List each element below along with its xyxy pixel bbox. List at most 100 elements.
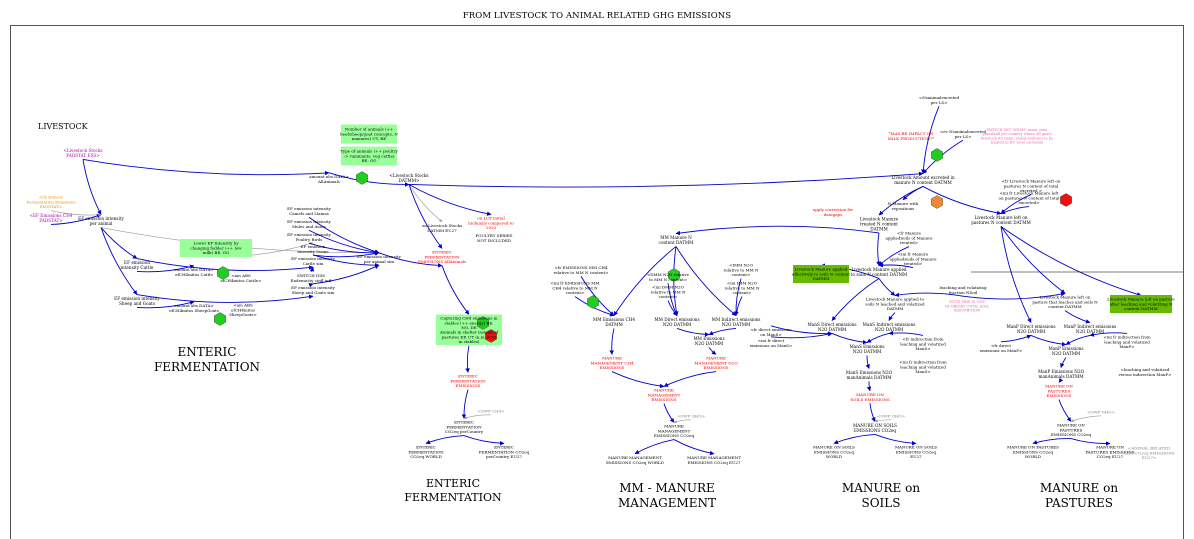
node-line: <GWP GHG> — [677, 413, 705, 418]
edge-manure_soils_emissions-to-manure_soils_co2eq — [869, 403, 876, 422]
edge-ef_mules-to-ef_per_animal_sim — [308, 229, 380, 255]
node-gwp-ch4-1: <GWP CH4> — [477, 408, 504, 413]
node-line: WORLD — [1025, 454, 1041, 459]
node-line: NOT INCLUDED — [477, 238, 511, 243]
node-line: FERMENTATION — [450, 378, 486, 383]
node-line: <ini fr direct — [758, 338, 785, 343]
node-line: <fr indirection from — [903, 337, 944, 342]
node-line: MANURE ON SOILS — [895, 445, 937, 450]
edge-livestock_stocks_datmm-to-on_lcp — [408, 184, 492, 216]
type-animals-box-bg — [341, 146, 397, 166]
node-line: appliedSoils of Manure — [889, 256, 937, 261]
node-line: Number of animals (++ — [345, 127, 393, 132]
node-line: MM Manure N — [660, 235, 692, 240]
edge-fr_indirect_manp-to-manp_indirect_n2o — [1089, 332, 1128, 337]
edge-livestock_manure_applied_leached-to-mans_indirect_n2o — [888, 312, 896, 321]
node-line: SheepGoats> — [229, 312, 257, 317]
node-line: <Livestock Stocks — [63, 148, 102, 153]
node-line: EMISSIONS CO2eq — [1013, 449, 1054, 454]
node-line: <fr Manure — [897, 231, 922, 236]
hex-icon-orange-1 — [931, 195, 943, 209]
node-line: leaching and volatized — [1104, 339, 1150, 344]
node-line: ENTERIC — [416, 445, 436, 450]
edge-fr_indirect_mans-to-mans_indirect_n2o — [888, 330, 924, 336]
node-line: relative to MM N — [725, 285, 760, 290]
node-line: effectively to soils N content — [792, 271, 850, 276]
node-line: FERMENTATION — [408, 449, 444, 454]
node-line: datagaps — [824, 212, 843, 217]
node-line: stables (++ energy) BE, — [444, 320, 493, 325]
node-line: <am ABS — [233, 303, 253, 308]
node-line: fraction NSoil — [949, 290, 978, 295]
node-line: Animals in shelter instead of — [439, 330, 499, 335]
node-line: <Livestock Stocks — [389, 173, 428, 178]
node-line: emissions on ManP> — [980, 348, 1023, 353]
section-label-line: FERMENTATION — [404, 491, 502, 504]
edge-manure_soils_co2eq-to-manure_soils_world — [833, 434, 876, 445]
node-amount-ef-sheep: amount abs DATA>efCH4mitos SheepGoats — [169, 303, 219, 313]
node-line: NO, DE — [461, 325, 476, 330]
node-line: <fr Livestock Manure left on — [1002, 179, 1061, 184]
node-line: to MM N content> — [649, 277, 687, 282]
edge-enteric_ferm_emissions-to-enteric_co2eq — [461, 389, 469, 419]
edge-mans_emissions_n2o-to-mans_n2o_manure — [865, 355, 870, 369]
node-line: FAOSTAT ESS> — [66, 153, 100, 158]
node-line: EF emission intensity — [291, 256, 335, 261]
node-line: <ini fr Manure — [898, 252, 929, 257]
node-line: DATMM — [813, 276, 830, 281]
node-line: EMISSIONS CO2eq — [896, 449, 937, 454]
node-line: leaching and volatizing — [939, 285, 987, 290]
edge-manure_pastures_emissions-to-manure_pastures_co2eq — [1058, 399, 1072, 422]
node-line: SOILS EMISSIONS — [850, 397, 890, 402]
edge-ef_sheep_sim-to-ef_per_animal_sim — [312, 264, 380, 285]
node-line: <ini DMM N2O — [652, 285, 684, 290]
edge-ns_excreted_2-to-livestock_amount_excreted — [922, 139, 964, 174]
node-line: EF emission intensity — [287, 206, 331, 211]
node-line: <ini fr Livestock Manure left — [1000, 191, 1059, 196]
edge-ini_fr_ls_manure-to-livestock_manure_left_pastures — [1000, 206, 1030, 215]
node-line: EF emission — [301, 244, 326, 249]
edge-livestock_amount_excreted-to-n_manure_volatile — [902, 186, 924, 201]
node-line: <GWP GHG> — [1087, 409, 1115, 414]
edge-direct_n2o_b-to-mm_direct_n2o — [667, 300, 678, 316]
node-line: MM Emissions CH4 — [593, 317, 635, 322]
node-line: DATMM — [870, 226, 888, 231]
edge-sector_biomass-to-ef_cattle_sim — [309, 266, 315, 273]
node-line: Livestock Manure applied to — [866, 297, 925, 302]
node-line: *MAX BE IMPACT ON — [889, 131, 934, 136]
node-line: EMISSIONS — [455, 383, 480, 388]
edge-gwp_ch4_1-to-enteric_co2eq — [463, 414, 492, 420]
node-line: per animal — [90, 221, 113, 226]
node-line: EMISSIONS — [651, 397, 676, 402]
node-line: CH4 relative to MM N — [552, 285, 598, 290]
node-line: Livestock Manure applied — [851, 267, 907, 272]
edge-mm_emissions_ch4-to-manure_mgmt_ch4 — [609, 328, 615, 355]
edge-ef_guide-to-ef_intensity_per_animal — [50, 210, 102, 217]
node-line: <ec Nsanimalexcreted — [940, 129, 987, 134]
node-line: amount abs DATA> — [174, 303, 213, 308]
hex-icon-green-1 — [217, 266, 229, 280]
node-line: ManS Indirect emissions — [863, 322, 916, 327]
edge-manure_soils_co2eq-to-manure_soils_eu27 — [874, 434, 917, 446]
